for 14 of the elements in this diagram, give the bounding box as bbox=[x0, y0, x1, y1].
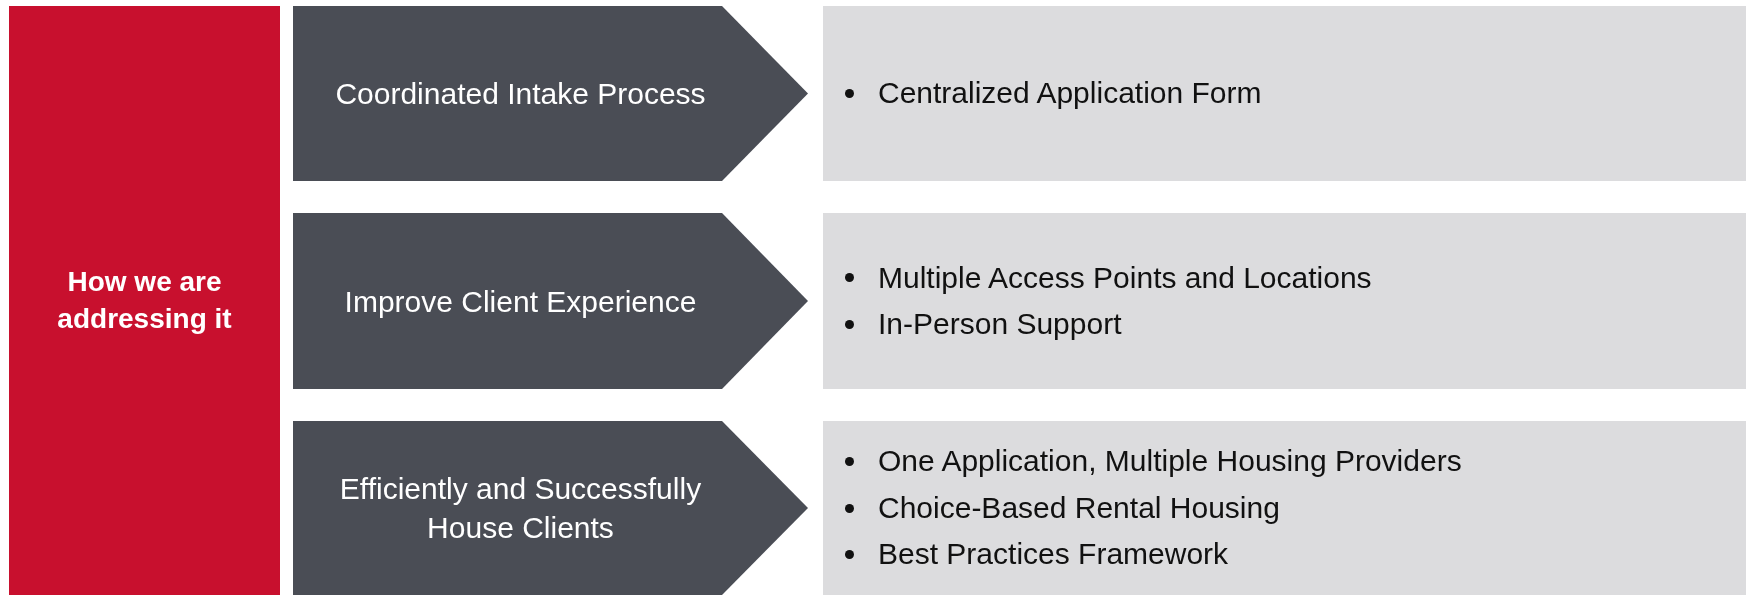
chevron-label: Coordinated Intake Process bbox=[335, 76, 706, 112]
bullet-item: Best Practices Framework bbox=[878, 536, 1229, 573]
bullet-item: One Application, Multiple Housing Providers bbox=[878, 443, 1462, 480]
bullet-item: In-Person Support bbox=[878, 306, 1122, 342]
bullet-item: Centralized Application Form bbox=[878, 75, 1262, 112]
chevron-label: Efficiently and Successfully House Clients bbox=[338, 471, 703, 546]
panel-heading: How we are addressing it bbox=[56, 265, 233, 336]
content-panel bbox=[823, 6, 1746, 181]
chevron-label: Improve Client Experience bbox=[344, 283, 697, 320]
bullet-item: Choice-Based Rental Housing bbox=[878, 489, 1280, 526]
category-panel bbox=[9, 6, 280, 595]
content-panel bbox=[823, 421, 1746, 595]
bullet-item: Multiple Access Points and Locations bbox=[878, 259, 1372, 296]
content-panel bbox=[823, 213, 1746, 389]
